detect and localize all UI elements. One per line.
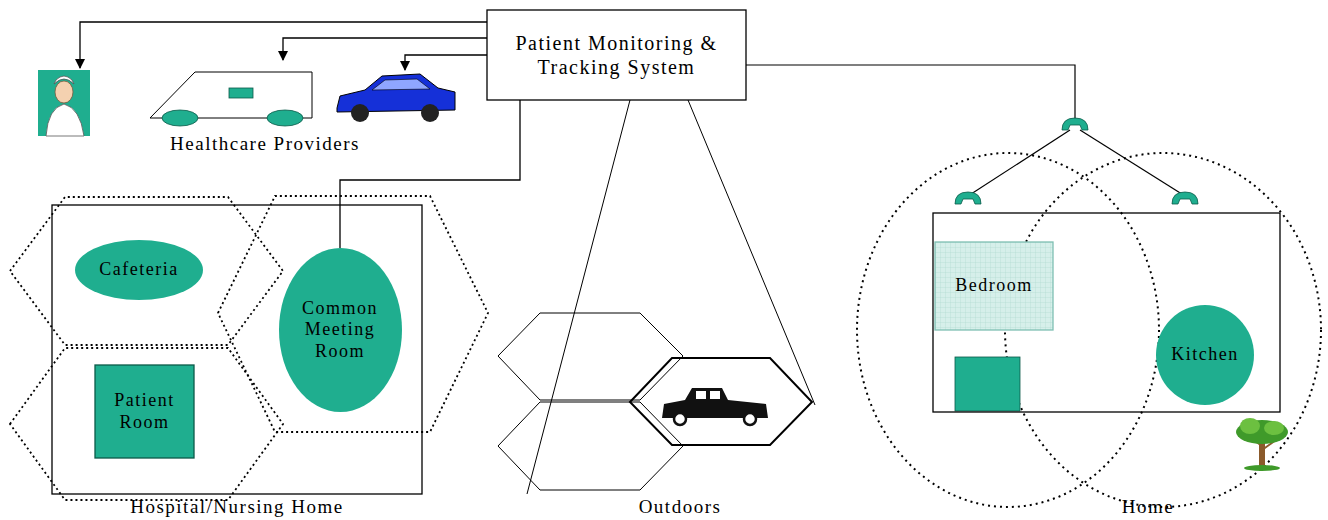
wire <box>1080 130 1185 196</box>
arrow-line <box>283 38 488 60</box>
wheel <box>421 104 439 122</box>
phone-icon <box>1062 118 1088 130</box>
cell-hexagon <box>10 348 283 500</box>
phone-icons <box>955 118 1198 204</box>
wheel <box>162 110 198 126</box>
coverage-circle <box>857 153 1159 507</box>
region-heading: Home <box>1122 496 1174 519</box>
arrow-line <box>405 55 488 70</box>
wire <box>968 130 1070 196</box>
wheel <box>267 110 303 126</box>
text-holder: Cafeteria <box>75 240 203 300</box>
node-label: Patient Monitoring & Tracking System <box>493 31 740 79</box>
heading-holder: Hospital/Nursing Home <box>52 496 422 519</box>
phone-icon <box>955 192 981 204</box>
region-label: Outdoors <box>639 496 722 519</box>
outdoor-coverage <box>498 100 815 494</box>
tree-icon <box>1236 418 1288 471</box>
phone-icon <box>1172 192 1198 204</box>
text-holder: Patient Room <box>95 365 194 458</box>
text-holder: Bedroom <box>935 242 1053 330</box>
tree-crown <box>1264 421 1284 435</box>
cell-hexagon <box>630 358 812 445</box>
room-box: Bedroom <box>935 242 1053 330</box>
room-box-shape <box>935 242 1053 330</box>
room-ellipse-shape <box>279 248 402 412</box>
node-label: Bedroom <box>955 275 1033 297</box>
nurse-face <box>55 81 73 103</box>
text-holder: Common Meeting Room <box>279 248 402 412</box>
cell-hexagon <box>10 197 283 345</box>
nurse-cap <box>54 76 74 84</box>
nurse-icon <box>38 70 90 136</box>
room-box: Patient Room <box>95 365 194 458</box>
hospital-region-shape <box>52 205 422 494</box>
group-label-box: Healthcare Providers <box>120 133 410 156</box>
wheel <box>351 104 369 122</box>
tree-crown <box>1240 418 1260 434</box>
home-region-shape <box>933 213 1280 412</box>
car-window <box>372 79 430 90</box>
room-ellipse: Kitchen <box>1156 305 1254 405</box>
car-window <box>696 391 706 399</box>
vintage-car-icon <box>662 388 768 425</box>
icon-ground <box>38 70 90 136</box>
system-box: Patient Monitoring & Tracking System <box>487 10 746 100</box>
text-holder: Kitchen <box>1156 305 1254 405</box>
tree-grass <box>1244 465 1280 471</box>
room-box-shape <box>95 365 194 458</box>
system-box-outline <box>487 10 746 100</box>
node-label: Patient Room <box>101 390 188 433</box>
arrow-line <box>80 22 488 68</box>
ambulance-icon <box>150 72 312 126</box>
cone-line <box>688 100 815 405</box>
node-label: Common Meeting Room <box>297 298 383 363</box>
cell-hexagons <box>10 196 488 500</box>
region-label-box: Outdoors <box>600 496 760 519</box>
heading-holder: Home <box>1103 496 1193 519</box>
room-ellipse-shape <box>1156 305 1254 405</box>
coverage-circles <box>857 153 1321 507</box>
wire <box>745 65 1075 120</box>
provider-arrows <box>80 22 488 70</box>
car-window <box>710 391 720 399</box>
wheel <box>674 413 686 425</box>
home-region: HomeBedroomKitchen <box>933 213 1280 412</box>
node-label: Kitchen <box>1171 344 1238 366</box>
nurse-body <box>46 104 84 136</box>
cell-hexagon <box>218 196 488 432</box>
cell-hexagon <box>498 313 683 400</box>
room-ellipse: Cafeteria <box>75 240 203 300</box>
furniture-square <box>955 357 1020 411</box>
ambulance-cross <box>229 88 253 98</box>
system-box-shape <box>487 10 746 100</box>
cell-hexagon <box>498 402 683 490</box>
room-ellipse-shape <box>75 240 203 300</box>
wheel <box>744 413 756 425</box>
home-wiring <box>745 65 1185 196</box>
group-label: Healthcare Providers <box>170 133 360 156</box>
cone-line <box>527 100 630 494</box>
node-label: Cafeteria <box>99 259 178 281</box>
text-holder: Patient Monitoring & Tracking System <box>487 10 746 100</box>
room-ellipse: Common Meeting Room <box>279 248 402 412</box>
hospital-region: Hospital/Nursing HomeCafeteriaPatient Ro… <box>52 205 422 494</box>
region-heading: Hospital/Nursing Home <box>130 496 344 519</box>
car-icon <box>337 74 455 122</box>
connector-line <box>340 100 520 248</box>
